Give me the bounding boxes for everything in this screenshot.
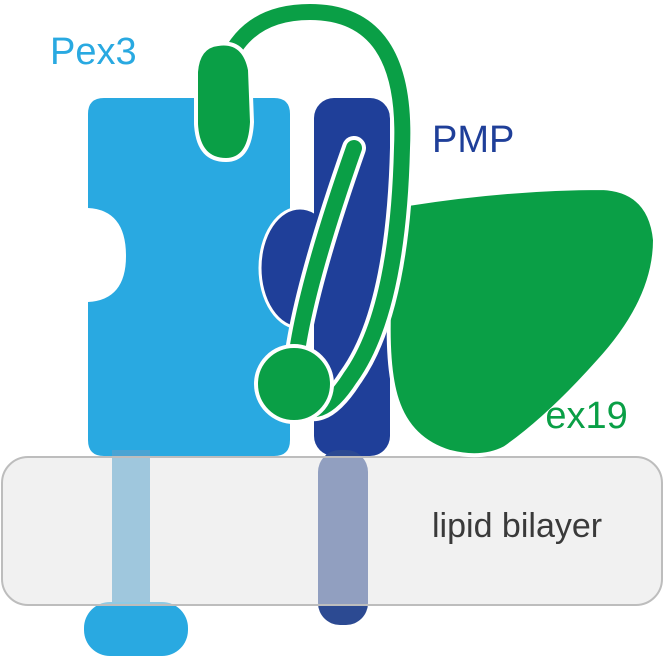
pex3-foot xyxy=(84,602,188,656)
pex3-domain xyxy=(88,98,290,456)
pex19-label: Pex19 xyxy=(520,395,628,437)
pmp-label: PMP xyxy=(432,119,514,161)
pex19-head xyxy=(194,41,255,163)
pex19-knob xyxy=(254,344,334,424)
lipid-bilayer-label: lipid bilayer xyxy=(432,507,602,545)
pex19-globular-domain xyxy=(386,185,658,458)
pex3-label: Pex3 xyxy=(50,31,137,73)
lipid-bilayer xyxy=(1,456,663,606)
